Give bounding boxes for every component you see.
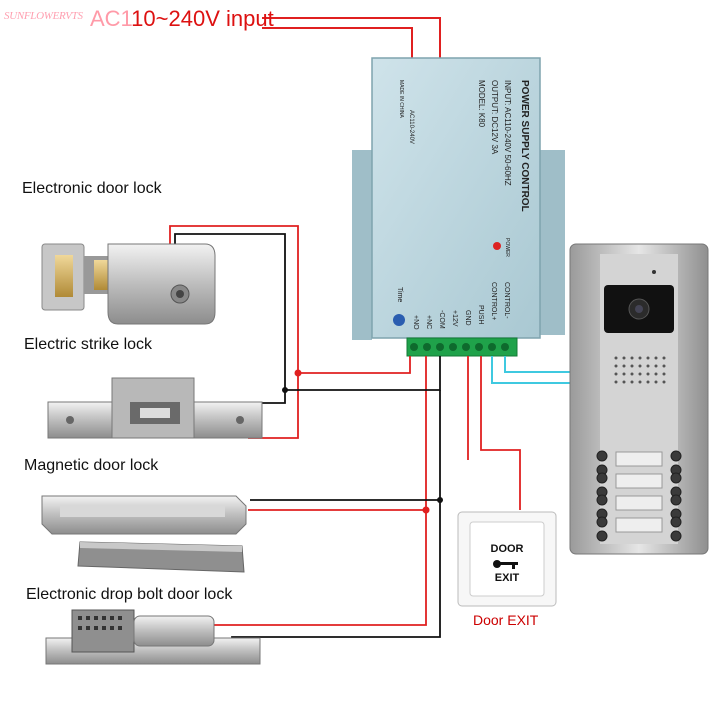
psu-power-label: POWER <box>504 238 510 257</box>
power-supply-unit: POWER SUPPLY CONTROL INPUT: AC110-240V 5… <box>352 57 565 357</box>
psu-model: MODEL: K80 <box>477 80 486 128</box>
psu-input: INPUT: AC110-240V 50-60HZ <box>503 80 512 186</box>
door-exit-button-image[interactable]: DOOR EXIT <box>457 511 557 607</box>
wire-junctions <box>294 369 430 514</box>
electronic-door-lock-image <box>41 243 216 325</box>
psu-output: OUTPUT: DC12V 3A <box>490 80 499 155</box>
psu-time-label: Time <box>396 287 403 302</box>
intercom-panel-image <box>569 243 709 555</box>
ac-input-label-prefix: AC1 <box>90 6 132 31</box>
terminal-screws <box>410 343 509 351</box>
label-drop-bolt-door-lock: Electronic drop bolt door lock <box>26 586 233 603</box>
apartment-call-buttons[interactable] <box>596 450 682 542</box>
key-icon <box>493 560 518 569</box>
exit-button-wires <box>467 356 521 510</box>
time-knob[interactable] <box>393 314 405 326</box>
terminal-gnd: GND <box>464 310 471 326</box>
terminal-push: PUSH <box>477 305 484 324</box>
ac-input-label-rest: 10~240V input <box>131 6 274 31</box>
watermark: SUNFLOWERVTS <box>4 10 83 22</box>
power-led <box>493 242 501 250</box>
intercom-wires-cyan <box>491 356 572 384</box>
terminal-com: -COM <box>438 310 445 329</box>
ac-input-label: AC110~240V input <box>90 6 274 32</box>
terminal-control-plus: CONTROL+ <box>490 282 497 320</box>
label-door-exit: Door EXIT <box>473 612 539 628</box>
label-magnetic-door-lock: Magnetic door lock <box>24 457 159 474</box>
label-electronic-door-lock: Electronic door lock <box>22 180 162 197</box>
magnetic-door-lock-image <box>41 495 247 573</box>
terminal-control-minus: CONTROL- <box>503 282 510 319</box>
input-wires <box>262 17 441 62</box>
drop-bolt-lock-image <box>45 609 261 665</box>
label-electric-strike-lock: Electric strike lock <box>24 336 153 353</box>
electric-strike-lock-image <box>47 377 263 439</box>
exit-button-door-text: DOOR <box>491 543 524 555</box>
psu-made-in: MADE IN CHINA <box>398 80 404 118</box>
terminal-nc: +NC <box>425 315 432 329</box>
terminal-no: +NO <box>412 315 419 330</box>
wire-junctions-black <box>282 387 443 503</box>
exit-button-exit-text: EXIT <box>495 572 520 584</box>
psu-ac-label: AC110-240V <box>408 110 414 144</box>
terminal-12v: +12V <box>451 310 458 327</box>
psu-title: POWER SUPPLY CONTROL <box>519 80 530 212</box>
speaker-grille <box>614 356 666 384</box>
